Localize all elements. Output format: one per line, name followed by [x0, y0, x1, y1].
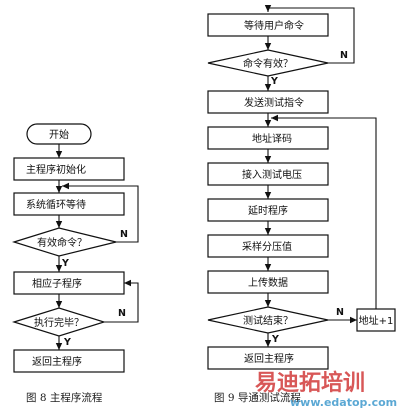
no-label: N — [336, 307, 344, 318]
conduction-test-flowchart: 等待用户命令 命令有效？ N Y 发送测试指令 地址译码 接入测试电压 延时程序… — [207, 5, 396, 404]
loop-back-arrow — [62, 182, 139, 243]
figure-caption-right: 图 9 导通测试流程 — [214, 391, 301, 404]
return-main-box-right — [207, 346, 329, 370]
loop-back-arrow — [271, 114, 377, 309]
upload-label: 上传数据 — [248, 276, 288, 289]
yes-label: Y — [63, 337, 71, 348]
return-main-label-right: 返回主程序 — [244, 352, 294, 365]
yes-label: Y — [61, 258, 69, 269]
loop-back-arrow — [264, 5, 355, 64]
addr-decode-label: 地址译码 — [252, 132, 292, 145]
subroutine-label: 相应子程序 — [32, 277, 82, 290]
apply-voltage-label: 接入测试电压 — [242, 168, 302, 181]
no-label: N — [118, 308, 126, 319]
main-program-flowchart: 开始 主程序初始化 系统循环等待 有效命令？ N Y 相应子程序 执行完毕？ N… — [11, 123, 139, 404]
sample-label: 采样分压值 — [242, 240, 292, 253]
watermark-text: 易迪拓培训 — [255, 370, 365, 396]
watermark-logo: 易迪拓培训 www.edatop.com — [255, 370, 397, 409]
no-label: N — [120, 229, 128, 240]
start-label: 开始 — [49, 128, 69, 141]
addr-plus-label: 地址+1 — [359, 314, 394, 327]
send-cmd-label: 发送测试指令 — [244, 96, 304, 109]
wait-user-label: 等待用户命令 — [244, 19, 304, 32]
yes-label: Y — [270, 76, 278, 87]
no-label: N — [340, 50, 348, 61]
figure-caption-left: 图 8 主程序流程 — [26, 391, 103, 404]
cmd-valid-label: 命令有效？ — [243, 57, 293, 70]
return-main-label: 返回主程序 — [32, 355, 82, 368]
wait-loop-box — [13, 192, 125, 216]
exec-done-label: 执行完毕？ — [34, 316, 84, 329]
return-main-box — [13, 349, 125, 373]
init-box — [13, 157, 125, 181]
valid-command-label: 有效命令？ — [37, 236, 87, 249]
init-label: 主程序初始化 — [26, 163, 86, 176]
yes-label: Y — [271, 334, 279, 345]
loop-back-arrow — [104, 279, 139, 323]
delay-label: 延时程序 — [248, 204, 288, 217]
wait-loop-label: 系统循环等待 — [26, 198, 86, 211]
watermark-url: www.edatop.com — [290, 396, 397, 409]
test-end-label: 测试结束？ — [243, 314, 293, 327]
